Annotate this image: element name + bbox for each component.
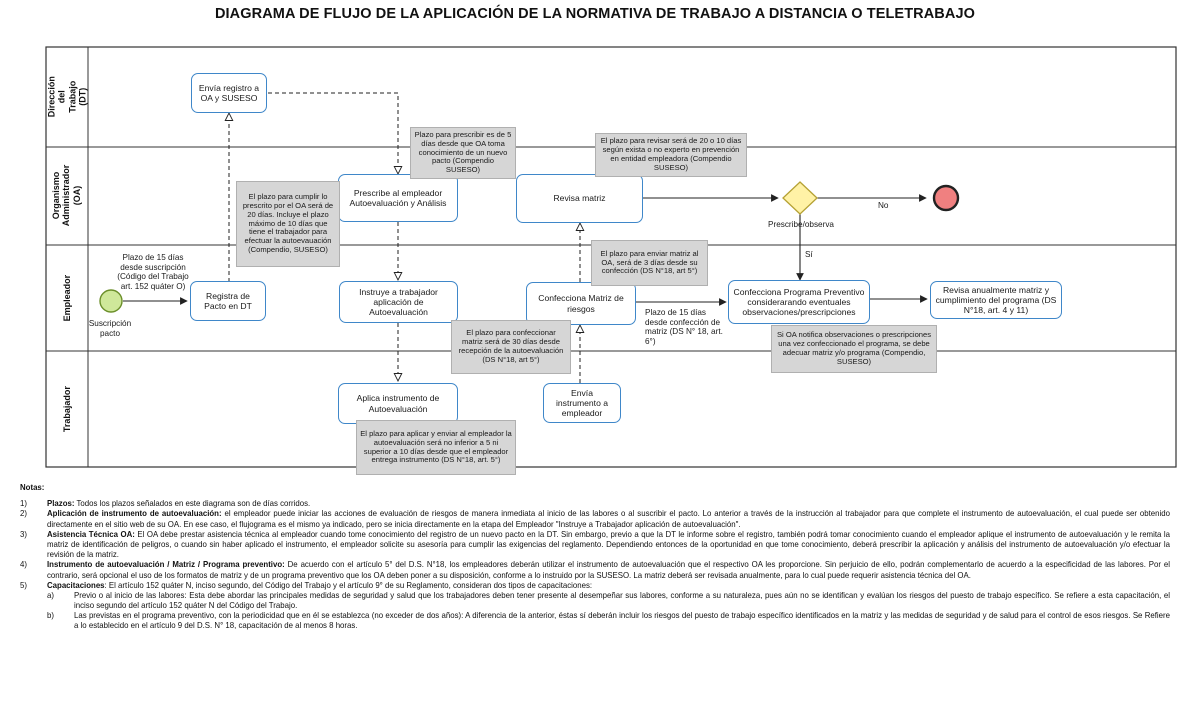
annotation-si-oa-notifica: Si OA notifica observaciones o prescripc…: [771, 325, 937, 373]
note-number: 4): [20, 560, 27, 570]
note-body: El OA debe prestar asistencia técnica al…: [47, 529, 1171, 560]
task-envia-instrumento: Envía instrumento a empleador: [543, 383, 621, 423]
label-si: Sí: [805, 250, 813, 259]
note-text: Capacitaciones: El artículo 152 quáter N…: [47, 581, 1170, 591]
note-number: 1): [20, 499, 27, 509]
lane-label-trabajador: Trabajador: [61, 385, 72, 433]
note-subitem: b) Las previstas en el programa preventiv…: [20, 611, 1170, 631]
label-no: No: [878, 201, 889, 210]
note-number: 5): [20, 580, 27, 590]
annotation-plazo-cumplir: El plazo para cumplir lo prescrito por e…: [236, 181, 340, 267]
msg-envia-prescribe: [268, 92, 398, 174]
note-body: Todos los plazos señalados en este diagr…: [74, 499, 311, 509]
note-body: el empleador puede iniciar las acciones …: [47, 509, 1170, 529]
note-title: Capacitaciones: [47, 580, 105, 590]
annotation-plazo-revisar: El plazo para revisar será de 20 o 10 dí…: [595, 133, 747, 177]
note-item: 3) Asistencia Técnica OA: El OA debe pres…: [20, 530, 1170, 561]
task-confecciona-programa: Confecciona Programa Preventivo consider…: [728, 280, 870, 324]
lane-label-dt: Dirección del Trabajo (DT): [46, 76, 88, 118]
task-confecciona-matriz: Confecciona Matriz de riesgos: [526, 282, 636, 325]
note-number: 3): [20, 529, 27, 539]
gateway: [782, 181, 818, 215]
task-registra-pacto: Registra de Pacto en DT: [190, 281, 266, 321]
note-title: Instrumento de autoevaluación / Matriz /…: [47, 560, 285, 570]
note-item: 4) Instrumento de autoevaluación / Matriz…: [20, 560, 1170, 580]
note-item: 5) Capacitaciones: El artículo 152 quáter…: [20, 581, 1170, 591]
task-aplica-instrumento: Aplica instrumento de Autoevaluación: [338, 383, 458, 424]
label-plazo-15-confeccion: Plazo de 15 días desde confección de mat…: [645, 308, 723, 347]
annotation-plazo-confeccionar: El plazo para confeccionar matriz será d…: [451, 320, 571, 374]
note-title: Asistencia Técnica OA:: [47, 529, 135, 539]
note-title: Aplicación de instrumento de autoevaluac…: [47, 509, 222, 519]
note-text: Instrumento de autoevaluación / Matriz /…: [47, 560, 1170, 580]
note-subitem-text: Las previstas en el programa preventivo,…: [74, 611, 1170, 631]
task-revisa-matriz: Revisa matriz: [516, 174, 643, 223]
note-subitem-number: b): [47, 611, 54, 621]
note-body: De acuerdo con el artículo 5° del D.S. N…: [47, 560, 1170, 580]
task-instruye: Instruye a trabajador aplicación de Auto…: [339, 281, 458, 323]
note-title: Plazos:: [47, 499, 75, 509]
page-title: DIAGRAMA DE FLUJO DE LA APLICACIÓN DE LA…: [214, 6, 975, 22]
lane-label-empleador: Empleador: [61, 274, 72, 322]
task-prescribe: Prescribe al empleador Autoevaluación y …: [338, 174, 458, 222]
start-event: [99, 289, 123, 313]
annotation-plazo-enviar: El plazo para enviar matriz al OA, será …: [591, 240, 708, 286]
annotation-plazo-aplicar: El plazo para aplicar y enviar al emplea…: [356, 420, 516, 475]
label-prescribe-observa: Prescribe/observa: [768, 220, 834, 229]
note-subitem: a) Previo o al inicio de las labores: Est…: [20, 591, 1170, 611]
note-text: Aplicación de instrumento de autoevaluac…: [47, 509, 1170, 529]
notes-heading: Notas:: [20, 483, 45, 492]
task-revisa-anualmente: Revisa anualmente matriz y cumplimiento …: [930, 281, 1062, 319]
note-text: Plazos: Todos los plazos señalados en es…: [47, 499, 1170, 509]
notes-section: Notas: 1) Plazos: Todos los plazos señala…: [20, 483, 1170, 632]
note-text: Asistencia Técnica OA: El OA debe presta…: [47, 530, 1170, 561]
note-body: : El artículo 152 quáter N, inciso segun…: [104, 580, 593, 590]
label-plazo-15-suscripcion: Plazo de 15 días desde suscripción (Códi…: [117, 253, 189, 292]
note-subitem-text: Previo o al inicio de las labores: Esta …: [74, 590, 1170, 611]
annotation-plazo-prescribir: Plazo para prescribir es de 5 días desde…: [410, 127, 516, 179]
pool-frame: [45, 46, 1177, 468]
note-subitem-number: a): [47, 590, 54, 600]
end-event: [932, 184, 960, 212]
label-suscripcion: Suscripción pacto: [88, 319, 132, 338]
task-envia-registro: Envía registro a OA y SUSESO: [191, 73, 267, 113]
lane-label-oa: Organismo Administrador (OA): [51, 165, 83, 227]
note-item: 1) Plazos: Todos los plazos señalados en …: [20, 499, 1170, 509]
note-item: 2) Aplicación de instrumento de autoevalu…: [20, 509, 1170, 529]
note-number: 2): [20, 509, 27, 519]
